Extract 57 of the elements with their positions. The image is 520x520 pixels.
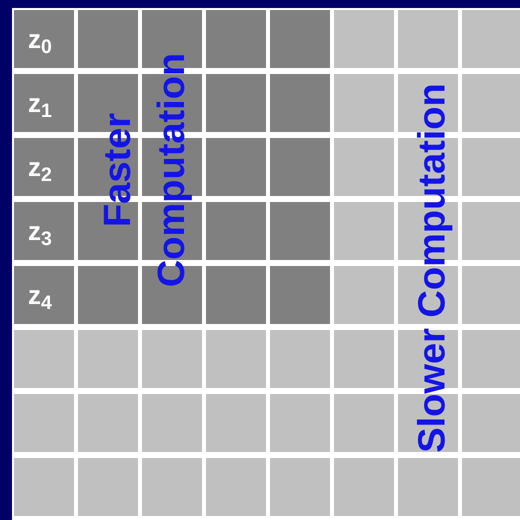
grid-cell	[334, 74, 394, 132]
grid-cell	[14, 330, 74, 388]
grid-cell	[270, 74, 330, 132]
grid-cell	[78, 394, 138, 452]
grid-cell	[206, 74, 266, 132]
variable-label: z$_{1}$	[28, 90, 52, 116]
grid-cell	[334, 202, 394, 260]
grid-cell	[270, 10, 330, 68]
grid-cell	[206, 138, 266, 196]
grid-cell	[206, 330, 266, 388]
grid-cell	[78, 10, 138, 68]
grid-cell	[462, 138, 520, 196]
grid-cell	[462, 458, 520, 516]
label-cell	[14, 10, 74, 68]
grid-cell	[462, 74, 520, 132]
grid-cell	[462, 330, 520, 388]
label-cell	[14, 266, 74, 324]
grid-cell	[462, 202, 520, 260]
grid-cell	[334, 266, 394, 324]
variable-label: z$_{0}$	[28, 26, 52, 52]
label-cell	[14, 138, 74, 196]
grid-cell	[14, 394, 74, 452]
grid-cell	[398, 10, 458, 68]
grid-cell	[206, 202, 266, 260]
grid-cell	[270, 394, 330, 452]
grid-cell	[270, 266, 330, 324]
grid-cell	[398, 458, 458, 516]
grid-cell	[206, 394, 266, 452]
grid-cell	[78, 458, 138, 516]
grid-cell	[270, 138, 330, 196]
grid-cell	[142, 458, 202, 516]
variable-label: z$_{4}$	[28, 282, 52, 308]
grid-cell	[462, 394, 520, 452]
grid-cell	[334, 394, 394, 452]
grid-cell	[78, 266, 138, 324]
grid-cell	[270, 458, 330, 516]
grid-cell	[334, 458, 394, 516]
grid-cell	[78, 330, 138, 388]
grid-cell	[14, 458, 74, 516]
grid-cell	[142, 330, 202, 388]
grid-cell	[206, 458, 266, 516]
grid-cell	[270, 202, 330, 260]
grid-cell	[270, 330, 330, 388]
variable-label: z$_{3}$	[28, 218, 52, 244]
label-cell	[14, 74, 74, 132]
grid-cell	[334, 10, 394, 68]
grid-cell	[206, 266, 266, 324]
variable-label: z$_{2}$	[28, 154, 52, 180]
grid-cell	[206, 10, 266, 68]
grid-cell	[334, 330, 394, 388]
rotated-label: Slower Computation	[410, 83, 454, 453]
grid-cell	[142, 394, 202, 452]
label-cell	[14, 202, 74, 260]
grid-cell	[462, 10, 520, 68]
grid-cell	[334, 138, 394, 196]
rotated-label: Faster Computation	[96, 52, 194, 290]
grid-cell	[462, 266, 520, 324]
